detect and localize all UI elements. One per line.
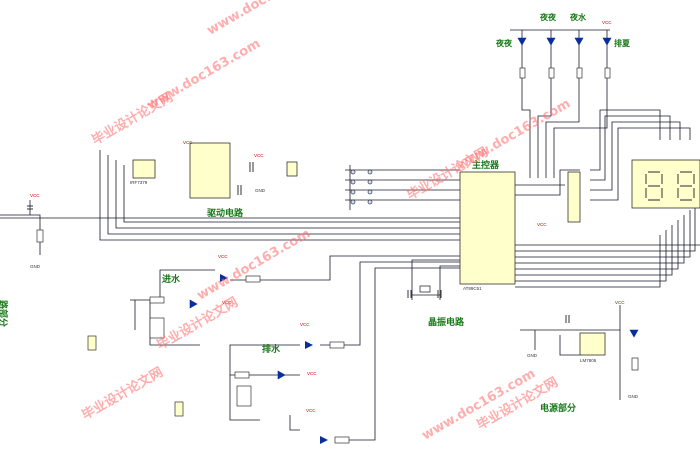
svg-text:GND: GND [30, 264, 41, 269]
svg-text:www.doc163.com: www.doc163.com [205, 0, 324, 38]
svg-text:毕业设计论文网: 毕业设计论文网 [79, 364, 166, 423]
svg-text:www.doc163.com: www.doc163.com [145, 36, 264, 113]
svg-text:毕业设计论文网: 毕业设计论文网 [154, 294, 241, 353]
svg-text:VCC: VCC [183, 140, 193, 145]
capacitors [27, 162, 570, 323]
inlet-label: 进水 [162, 273, 181, 285]
svg-text:VCC: VCC [537, 222, 547, 227]
crystal-circuit-label: 晶振电路 [428, 316, 465, 328]
led-label-3: 夜水 [569, 12, 587, 22]
svg-text:VCC: VCC [307, 371, 317, 376]
inlet-relay [149, 317, 165, 339]
svg-text:www.doc163.com: www.doc163.com [195, 226, 314, 303]
svg-text:VCC: VCC [602, 20, 612, 25]
header-connector [567, 171, 581, 223]
led-label-4: 排夏 [614, 38, 631, 48]
led-label-2: 夜夜 [539, 12, 557, 22]
svg-text:www.doc163.com: www.doc163.com [455, 96, 574, 173]
svg-text:GND: GND [255, 188, 266, 193]
svg-text:GND: GND [628, 394, 639, 399]
left-cut-label: 路部分 [0, 300, 9, 327]
relay-connector [286, 161, 298, 177]
driver-chip-small: IRF7379 [130, 159, 156, 185]
svg-text:VCC: VCC [254, 153, 264, 158]
inlet-sensor-connector [87, 335, 97, 351]
resistors [36, 67, 639, 444]
mcu-part-label: AT89C51 [463, 286, 482, 291]
svg-text:GND: GND [527, 353, 538, 358]
gnd-markers: GND GND GND GND [30, 188, 639, 399]
transistors [220, 274, 328, 444]
drain-label: 排水 [262, 343, 281, 355]
svg-text:VCC: VCC [306, 408, 316, 413]
svg-text:VCC: VCC [615, 300, 625, 305]
svg-text:VCC: VCC [300, 322, 310, 327]
wires [0, 29, 700, 441]
driver-part-label: IRF7379 [130, 180, 148, 185]
drive-circuit-label: 驱动电路 [207, 207, 244, 219]
drain-relay [236, 385, 252, 407]
drain-sensor-connector [174, 401, 184, 417]
svg-text:VCC: VCC [218, 254, 228, 259]
svg-text:VCC: VCC [222, 300, 232, 305]
power-regulator: LM7805 [579, 332, 606, 363]
mcu-label: 主控器 [472, 159, 500, 171]
driver-chip [189, 142, 231, 199]
regulator-part-label: LM7805 [580, 358, 597, 363]
seven-segment-display [631, 159, 700, 209]
crystal [419, 285, 431, 293]
power-section-label: 电源部分 [540, 402, 576, 414]
mcu-chip: AT89C51 [459, 171, 516, 291]
indicator-leds [189, 37, 639, 380]
push-buttons [350, 169, 373, 205]
vcc-markers: VCC VCC VCC VCC VCC VCC VCC VCC VCC VCC … [30, 20, 625, 413]
led-label-1: 夜夜 [495, 38, 513, 48]
svg-text:VCC: VCC [30, 193, 40, 198]
